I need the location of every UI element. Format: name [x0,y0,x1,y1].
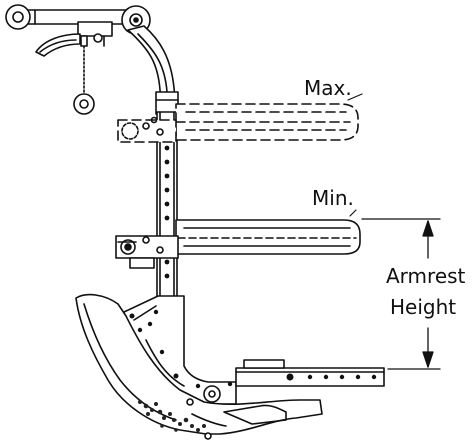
arrow-up-icon [422,220,434,237]
handle-end-cap [5,4,31,30]
arrow-down-icon [422,351,434,368]
armrest-height-label-line2: Height [390,295,457,319]
release-ring-icon [73,93,95,115]
tube-collar [155,91,179,115]
armrest-height-label-line1: Armrest [386,264,466,288]
armrest-max-position [117,103,359,143]
clothing-guard [75,293,323,440]
seat-frame-tube [235,359,385,387]
push-tube [19,9,131,25]
curved-backrest-tube [127,25,179,115]
fastener-cluster [138,400,206,432]
top-handle-assembly [5,4,151,115]
min-leader [349,209,357,217]
min-position-label: Min. [312,186,354,210]
max-clamp-detail [121,116,164,140]
max-position-label: Max. [304,76,352,100]
armrest-height-dimension [361,218,441,370]
handle-end-cap-inner [12,11,24,23]
max-leader [347,93,363,101]
adjustment-holes [164,145,170,279]
clamp-block [77,21,113,37]
armrest-min-position [115,219,361,269]
brake-lever [35,33,81,57]
